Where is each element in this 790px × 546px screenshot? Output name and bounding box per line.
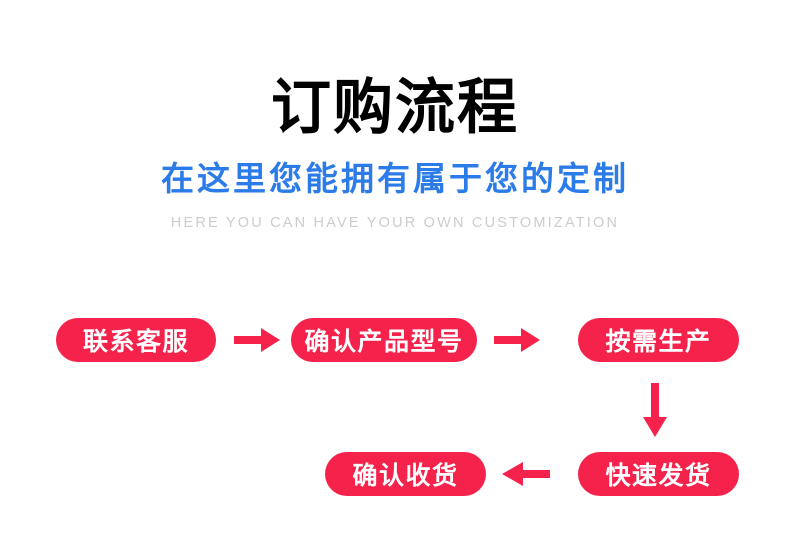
flow-step-confirm-receipt[interactable]: 确认收货 <box>325 452 486 496</box>
arrow-down-icon <box>640 383 670 437</box>
arrow-right-icon <box>234 326 280 354</box>
flow-step-contact-service[interactable]: 联系客服 <box>56 318 216 362</box>
page-title: 订购流程 <box>271 74 519 141</box>
page-subtitle: 在这里您能拥有属于您的定制 <box>161 160 629 197</box>
flow-step-fast-shipping[interactable]: 快速发货 <box>578 452 739 496</box>
page-subtitle-english: HERE YOU CAN HAVE YOUR OWN CUSTOMIZATION <box>170 215 620 231</box>
arrow-left-icon <box>502 460 550 488</box>
flow-step-confirm-product-model[interactable]: 确认产品型号 <box>291 318 477 362</box>
flow-step-produce-on-demand[interactable]: 按需生产 <box>578 318 739 362</box>
arrow-right-icon <box>494 326 540 354</box>
